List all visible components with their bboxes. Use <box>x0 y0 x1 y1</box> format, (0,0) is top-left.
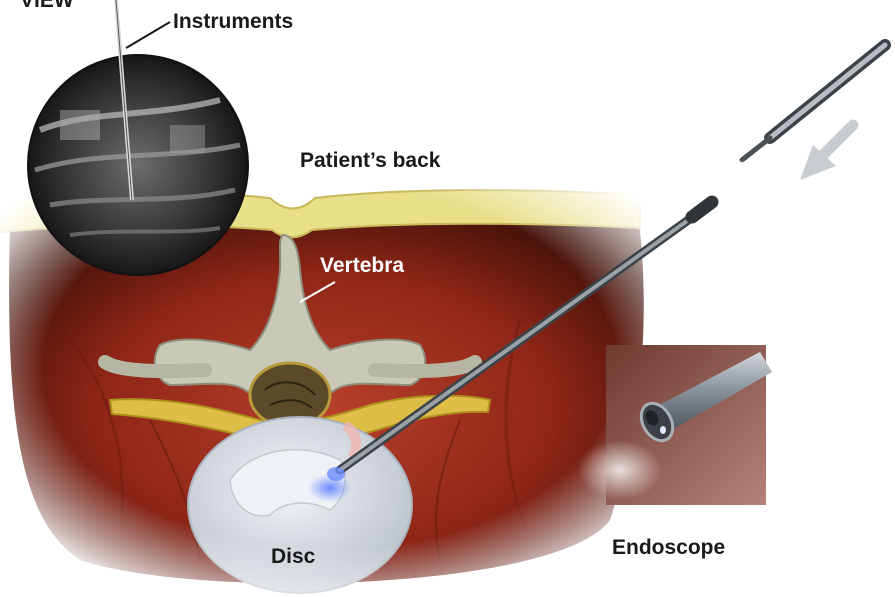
exchange-instrument <box>730 45 885 172</box>
instruments-label: Instruments <box>173 11 293 32</box>
xray-view <box>28 55 248 275</box>
vertebra-label: Vertebra <box>320 255 404 276</box>
disc-label: Disc <box>271 546 315 567</box>
patients-back-label: Patient’s back <box>300 150 440 171</box>
direction-arrow-icon <box>800 125 853 180</box>
endoscope-label: Endoscope <box>612 537 725 558</box>
view-label: VIEW <box>20 0 74 11</box>
endoscope-inset <box>578 345 772 505</box>
instruments-leader-line <box>126 22 170 48</box>
